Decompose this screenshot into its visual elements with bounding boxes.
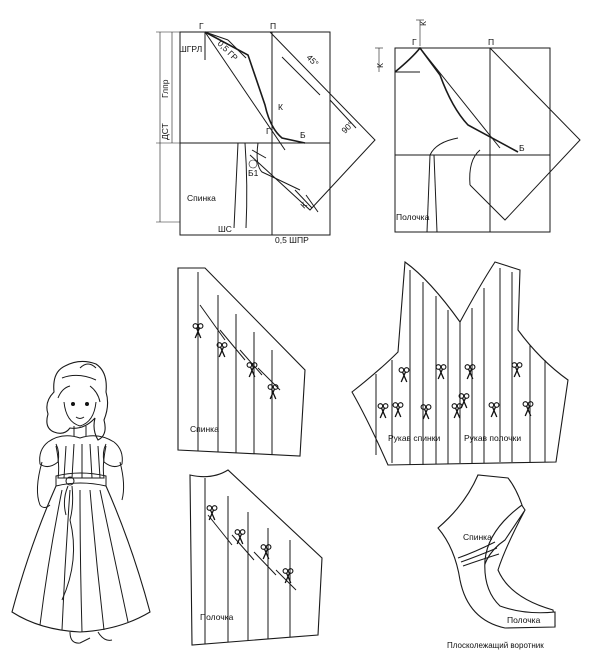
label-gl-pr: Глпр (160, 79, 170, 98)
label-point-k: К (278, 102, 283, 112)
label-point-k-side: К (375, 63, 385, 68)
label-dst: ДСТ (160, 123, 170, 140)
front-draft-labels: К Г П К Б Полочка (375, 21, 525, 222)
label-point-g: Г (412, 37, 417, 47)
sleeve-slashed: Рукав спинки Рукав полочки (351, 260, 569, 466)
label-collar-front: Полочка (507, 615, 541, 625)
label-point-p: П (488, 37, 494, 47)
back-draft-labels: Г П ШГРЛ 0,5 ГР 45° К Г Б Б1 90° К Глпр … (160, 21, 356, 245)
label-back: Спинка (190, 424, 219, 434)
flat-collar: Спинка Полочка Плосколежащий воротник (437, 474, 556, 650)
label-collar-caption: Плосколежащий воротник (447, 641, 544, 650)
label-point-g2: Г (266, 126, 271, 136)
label-polochka: Полочка (396, 212, 430, 222)
front-draft-frame (394, 47, 551, 233)
label-collar-back: Спинка (463, 532, 492, 542)
label-point-b1: Б1 (248, 168, 259, 178)
label-half-shpr: 0,5 ШПР (275, 235, 309, 245)
label-angle-45: 45° (305, 52, 321, 68)
back-draft-frame (179, 31, 331, 236)
girl-illustration (11, 360, 151, 644)
label-sleeve-back: Рукав спинки (388, 433, 440, 443)
label-sleeve-front: Рукав полочки (464, 433, 521, 443)
label-front: Полочка (200, 612, 234, 622)
label-sgrl: ШГРЛ (179, 44, 202, 54)
label-point-b: Б (519, 143, 525, 153)
back-slashed: Спинка (177, 267, 306, 457)
label-point-p: П (270, 21, 276, 31)
label-point-k2: К (298, 200, 309, 211)
label-90: 90° (339, 119, 355, 135)
label-spinka: Спинка (187, 193, 216, 203)
front-draft (375, 19, 581, 233)
label-point-b: Б (300, 130, 306, 140)
label-shs: ШС (218, 224, 232, 234)
back-draft (156, 31, 376, 236)
label-point-g: Г (199, 21, 204, 31)
front-slashed: Полочка (189, 469, 323, 646)
label-point-k-top: К (418, 21, 428, 26)
label-gr: 0,5 ГР (216, 38, 241, 63)
